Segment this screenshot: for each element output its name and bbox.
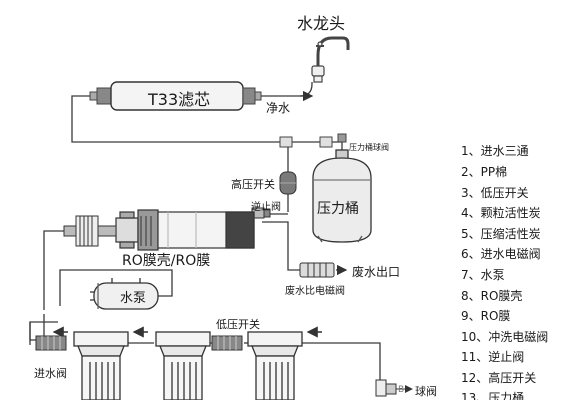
legend-item: 6、进水电磁阀 [461,247,541,261]
waste-outlet-label: 废水出口 [352,265,401,279]
pump-label: 水泵 [120,291,147,306]
inlet-valve-icon [35,335,67,351]
pressure-tank-icon [312,149,372,243]
pump-icon [90,278,159,310]
pure-water-label: 净水 [266,101,291,115]
tank-ball-valve-label: 压力桶球阀 [349,143,389,152]
ball-valve-icon [375,379,413,397]
inlet-valve-label: 进水阀 [34,367,67,380]
legend-item: 9、RO膜 [461,309,511,323]
ball-valve-label: 球阀 [415,385,437,398]
filter-housing-3 [247,331,303,400]
waste-solenoid-label: 废水比电磁阀 [285,286,345,297]
pure-water-line [258,82,314,102]
legend-item: 11、逆止阀 [461,350,525,364]
legend-item: 2、PP棉 [461,165,508,179]
faucet-label: 水龙头 [297,14,346,33]
legend-item: 5、压缩活性炭 [461,227,541,241]
pressure-tank-label: 压力桶 [317,201,359,217]
ro-membrane-label: RO膜壳/RO膜 [122,253,211,269]
legend-item: 7、水泵 [461,268,505,282]
high-pressure-switch-label: 高压开关 [231,178,275,191]
check-valve-label: 逆止阀 [251,202,281,213]
pump-to-membrane-line [29,230,64,341]
high-pressure-switch-icon [279,171,297,195]
legend-item: 10、冲洗电磁阀 [461,330,549,344]
pump-lines [59,269,173,306]
filter-housing-1 [73,331,129,400]
legend-item: 12、高压开关 [461,371,537,385]
membrane-cap [140,216,152,246]
flush-assembly [63,215,117,247]
legend-item: 8、RO膜壳 [461,289,523,303]
t33-filter-label: T33滤芯 [148,90,211,109]
tee-fitting [279,133,347,148]
legend-item: 1、进水三通 [461,144,529,158]
legend-item: 3、低压开关 [461,186,529,200]
ro-membrane-housing [115,209,255,251]
waste-solenoid-icon [299,262,335,278]
inlet-port-label: B [398,385,405,395]
low-pressure-switch-label: 低压开关 [216,318,260,331]
filter-housing-2 [155,331,211,400]
legend-item: 13、压力桶 [461,391,525,400]
legend-item: 4、颗粒活性炭 [461,206,541,220]
low-pressure-switch-icon [211,335,243,351]
faucet-icon [311,36,350,83]
